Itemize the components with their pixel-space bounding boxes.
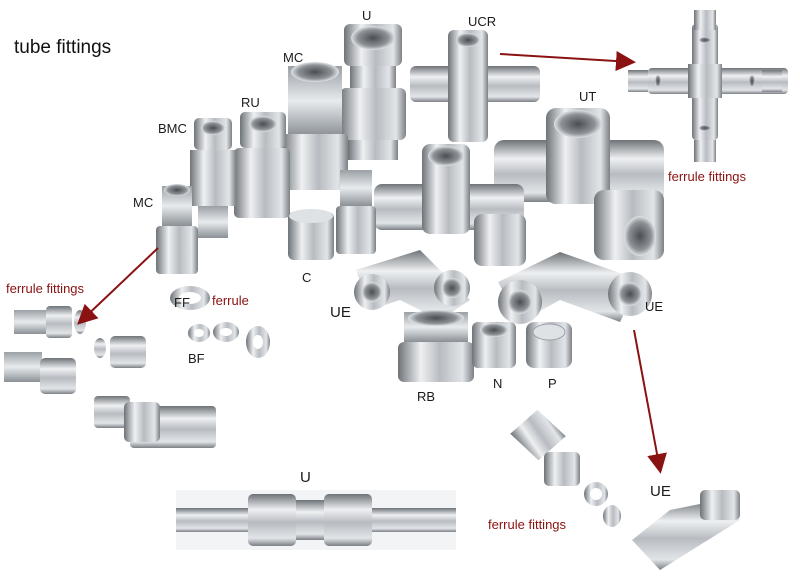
bulkhead-male-connector-bmc — [190, 118, 236, 238]
page-title: tube fittings — [14, 37, 112, 58]
caption-ferrule-fittings-left: ferrule fittings — [6, 281, 85, 296]
label-p: P — [548, 376, 557, 391]
arrow-to-elbow — [633, 329, 667, 474]
male-connector-mc-top — [282, 62, 348, 190]
label-ue-center: UE — [330, 304, 351, 321]
label-n: N — [493, 376, 503, 391]
connector-exploded-diagram — [4, 306, 216, 448]
union-tee-ut — [494, 108, 664, 260]
cap-c — [288, 209, 334, 260]
union-tee-center — [374, 144, 526, 266]
caption-ferrule-fittings-right: ferrule fittings — [668, 169, 747, 184]
elbow-exploded-diagram — [510, 409, 740, 570]
arrow-to-cross — [499, 51, 636, 72]
union-elbow-ue-center — [354, 250, 470, 320]
label-bmc: BMC — [158, 121, 187, 136]
nut-n — [472, 322, 516, 368]
label-ut: UT — [579, 89, 597, 104]
label-ue-bottom: UE — [650, 483, 671, 500]
arrow-to-connector — [77, 247, 159, 325]
label-ucr: UCR — [468, 14, 497, 29]
union-u-top — [340, 24, 406, 160]
union-cross-ucr — [410, 30, 540, 142]
label-ru: RU — [241, 95, 260, 110]
label-ferrule: ferrule — [212, 293, 249, 308]
union-on-tube-diagram — [176, 490, 456, 550]
cross-exploded-diagram — [628, 10, 788, 162]
reducing-bushing-rb — [398, 310, 474, 382]
reducing-union-ru — [234, 112, 290, 218]
label-ue-right: UE — [645, 299, 664, 314]
male-connector-mc-left — [156, 184, 198, 274]
male-connector-small — [336, 170, 376, 254]
label-ff: FF — [174, 295, 190, 310]
label-c: C — [302, 270, 312, 285]
label-bf: BF — [188, 351, 205, 366]
label-rb: RB — [417, 389, 436, 404]
ferrule-parts — [170, 286, 270, 358]
label-u-top: U — [362, 8, 372, 23]
union-elbow-ue-right — [498, 252, 652, 324]
caption-ferrule-fittings-bottom: ferrule fittings — [488, 517, 567, 532]
label-u-bottom: U — [300, 469, 311, 486]
label-mc-top: MC — [283, 50, 304, 65]
label-mc-left: MC — [133, 195, 154, 210]
plug-p — [526, 322, 572, 368]
